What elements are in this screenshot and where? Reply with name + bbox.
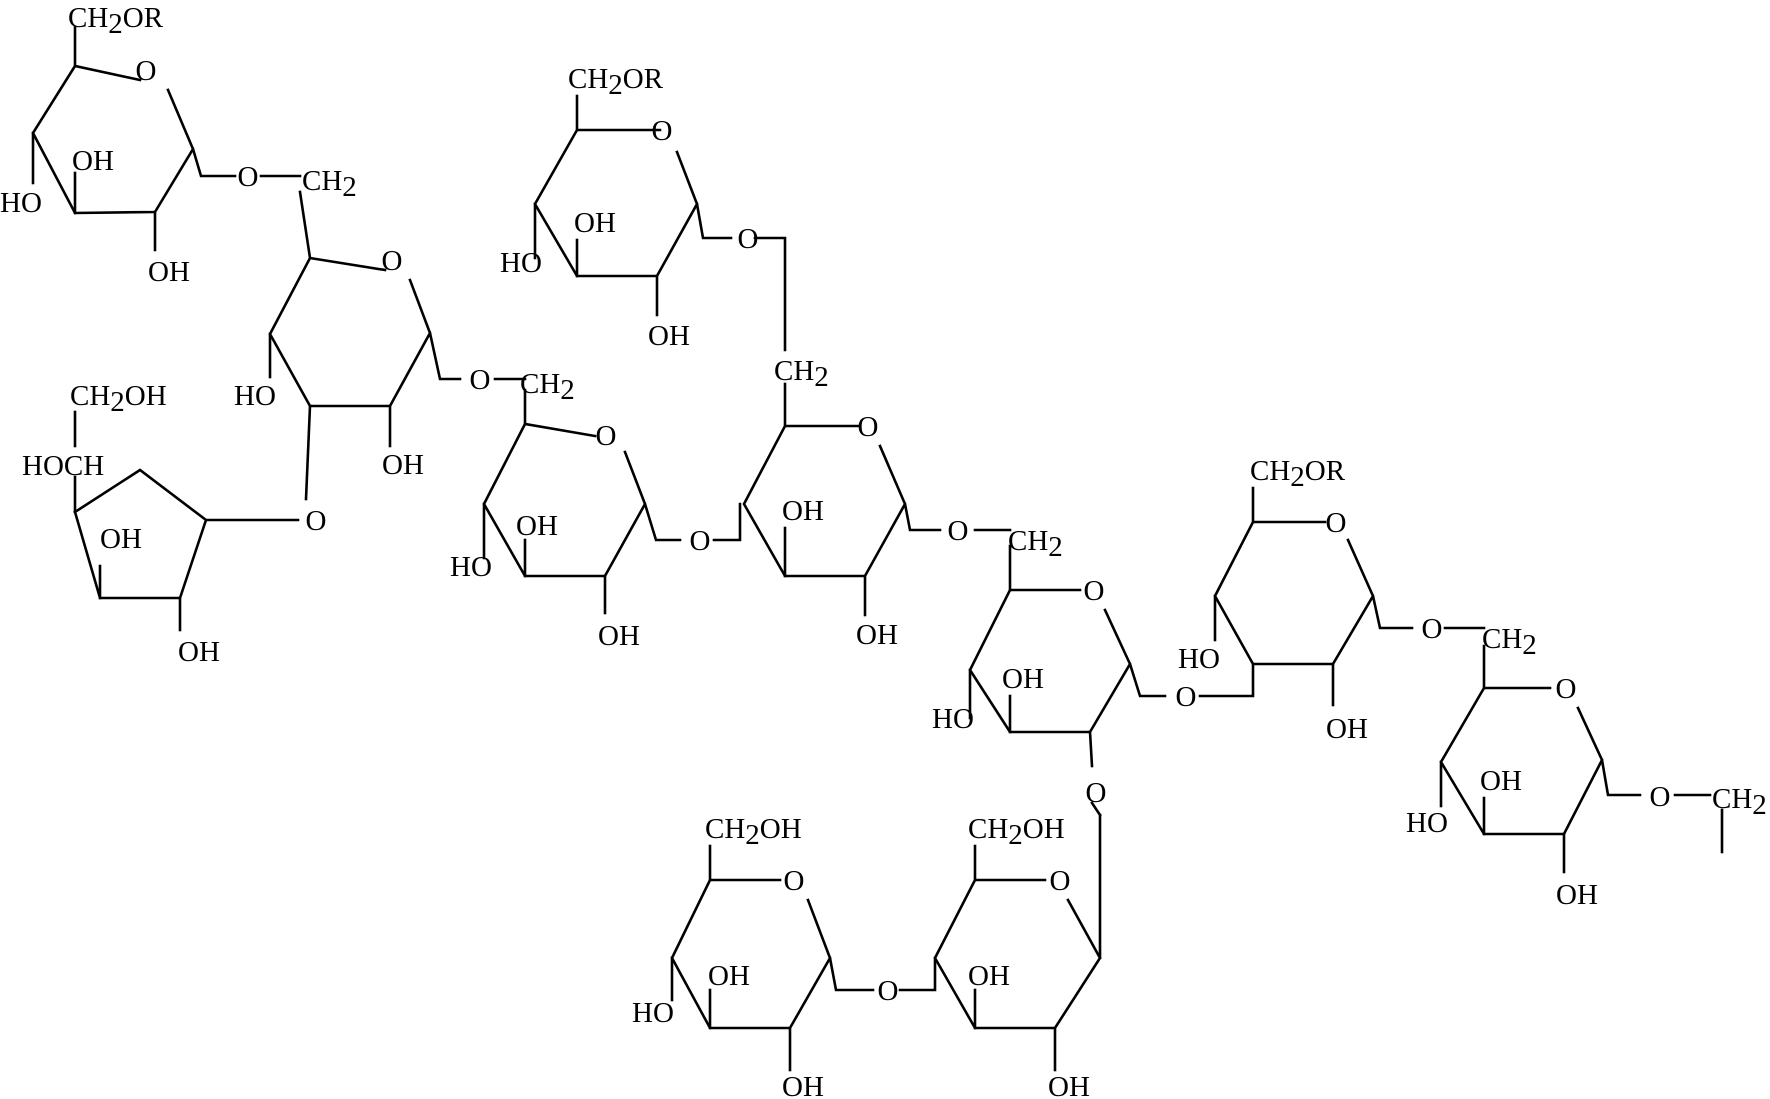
unit-e-c1-to-o xyxy=(695,202,733,240)
unit-a-ring xyxy=(31,64,195,215)
unit-d-ring xyxy=(482,422,647,578)
unit-e-ch2-label: CH2 xyxy=(774,355,829,393)
unit-a-oh2-label: OH xyxy=(148,256,190,288)
unit-d-oh2-label: OH xyxy=(598,620,640,652)
unit-b-ch2-label: CH2 xyxy=(520,368,575,406)
unit-g-ring-o-label: O xyxy=(1084,575,1105,607)
unit-f-c1-to-o xyxy=(903,502,942,532)
unit-e-ring xyxy=(533,128,699,278)
unit-c-hoch-label: HOCH xyxy=(22,450,104,482)
unit-c-ch2oh-label: CH2OH xyxy=(70,380,167,418)
unit-g-c2-to-o xyxy=(1088,730,1094,768)
unit-g-link-o2-label: O xyxy=(1086,777,1107,809)
unit-k-ch2oh-label: CH2OH xyxy=(968,813,1065,851)
unit-h-ho-label: HO xyxy=(1178,643,1220,675)
unit-g-ring xyxy=(968,588,1132,734)
unit-b-link-o2-label: O xyxy=(306,505,327,537)
unit-a-oh-label: OH xyxy=(72,145,114,177)
unit-e-link-o-label: O xyxy=(738,223,759,255)
unit-i-oh2-label: OH xyxy=(1556,879,1598,911)
unit-i-c1-to-o xyxy=(1600,758,1642,797)
unit-b-c6 xyxy=(298,190,312,260)
unit-i-oh-label: OH xyxy=(1480,765,1522,797)
unit-f-link-o-label: O xyxy=(948,515,969,547)
unit-d-c1-to-o xyxy=(643,502,682,542)
unit-d-ho-label: HO xyxy=(450,551,492,583)
unit-i-ch2-label: CH2 xyxy=(1712,783,1767,821)
unit-k-oh-label: OH xyxy=(968,960,1010,992)
unit-a-ch2-label: CH2 xyxy=(302,165,357,203)
unit-g-o-to-h xyxy=(1198,662,1255,698)
unit-j-c1-to-o xyxy=(828,956,875,992)
unit-j-ho-label: HO xyxy=(632,997,674,1029)
unit-g-c1-to-o xyxy=(1128,662,1167,698)
unit-k-oh2-label: OH xyxy=(1048,1071,1090,1099)
unit-f-oh2-label: OH xyxy=(856,619,898,651)
unit-e-oh2-label: OH xyxy=(648,320,690,352)
unit-i-ring-o-label: O xyxy=(1556,673,1577,705)
unit-e-ch2or-label: CH2OR xyxy=(568,63,664,101)
unit-h-ring-o-label: O xyxy=(1326,507,1347,539)
unit-j-oh-label: OH xyxy=(708,960,750,992)
unit-e-ring-o-label: O xyxy=(652,115,673,147)
unit-d-ring-o-label: O xyxy=(596,420,617,452)
unit-b-ring xyxy=(268,256,432,408)
unit-g-o-to-k xyxy=(1090,801,1102,817)
unit-g-link-o-label: O xyxy=(1176,681,1197,713)
unit-h-link-o-label: O xyxy=(1422,613,1443,645)
unit-f-ring xyxy=(742,424,907,578)
unit-b-oh-label: OH xyxy=(382,449,424,481)
unit-k-ring-o-label: O xyxy=(1050,865,1071,897)
unit-j-ring-o-label: O xyxy=(784,865,805,897)
unit-f-ch2-label: CH2 xyxy=(1008,525,1063,563)
unit-a-ring-o-label: O xyxy=(136,55,157,87)
unit-b-ho-label: HO xyxy=(234,380,276,412)
unit-a-link-o-label: O xyxy=(238,161,259,193)
unit-j-o-to-k xyxy=(898,956,937,992)
unit-c-ring xyxy=(73,468,208,600)
unit-k-ring-close xyxy=(1066,898,1102,960)
unit-h-c1-to-o xyxy=(1371,594,1414,630)
unit-c-oh-label: OH xyxy=(100,523,142,555)
unit-j-ch2oh-label: CH2OH xyxy=(705,813,802,851)
unit-b-ring-o-label: O xyxy=(382,245,403,277)
unit-h-ring xyxy=(1213,520,1375,666)
unit-c-oh2-label: OH xyxy=(178,636,220,668)
unit-h-ch2or-label: CH2OR xyxy=(1250,455,1346,493)
unit-g-oh-label: OH xyxy=(1002,663,1044,695)
unit-b-link-o-label: O xyxy=(470,364,491,396)
unit-a-c1-to-o xyxy=(191,147,237,178)
unit-e-oh-label: OH xyxy=(574,207,616,239)
unit-f-ring-o-label: O xyxy=(858,411,879,443)
unit-i-link-o-label: O xyxy=(1650,781,1671,813)
unit-g-ho-label: HO xyxy=(932,703,974,735)
unit-h-oh-label: OH xyxy=(1326,713,1368,745)
unit-e-o-to-ch2 xyxy=(753,236,787,352)
unit-i-ring xyxy=(1439,686,1604,836)
unit-h-ch2-label: CH2 xyxy=(1482,623,1537,661)
unit-j-link-o-label: O xyxy=(878,975,899,1007)
bond-lines xyxy=(31,25,1724,1072)
unit-a-ho-label: HO xyxy=(0,187,42,219)
unit-e-ho-label: HO xyxy=(500,247,542,279)
unit-d-oh-label: OH xyxy=(516,510,558,542)
unit-a-ch2or-label: CH2OR xyxy=(68,2,164,40)
unit-j-ring xyxy=(670,878,832,1030)
unit-d-link-o-label: O xyxy=(690,525,711,557)
unit-f-oh-label: OH xyxy=(782,495,824,527)
unit-i-ho-label: HO xyxy=(1406,807,1448,839)
unit-j-oh2-label: OH xyxy=(782,1071,824,1099)
unit-d-o-to-f xyxy=(712,502,742,542)
unit-b-c1-to-o xyxy=(428,331,462,381)
unit-b-c3-to-o xyxy=(304,404,312,501)
